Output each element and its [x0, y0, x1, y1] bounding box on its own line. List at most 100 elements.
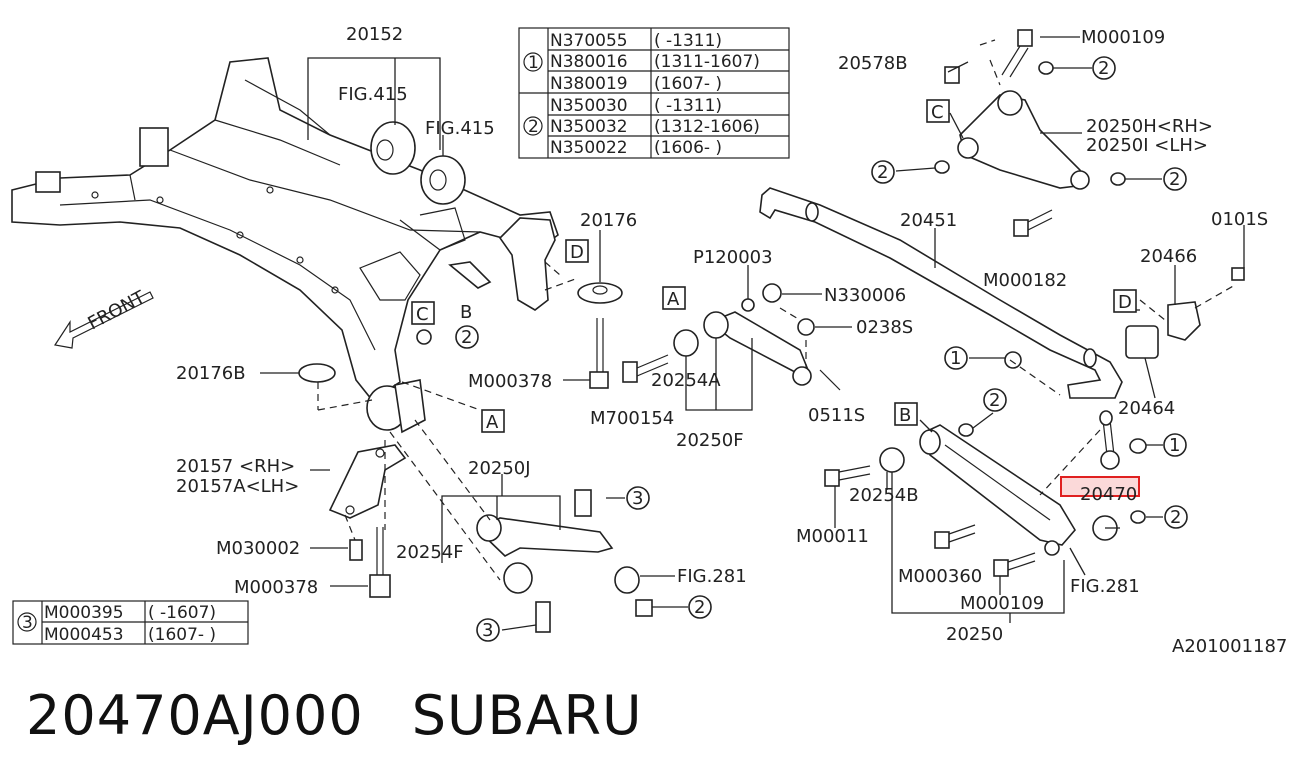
table3-part-0: M000395 — [44, 603, 124, 623]
circle-2-b: 2 — [694, 597, 705, 618]
table1-part-3: N350030 — [550, 96, 628, 116]
subframe-crossmember — [11, 57, 559, 402]
leader-lines — [260, 36, 1245, 631]
label-0511s: 0511S — [808, 405, 865, 426]
footer-part-number: 20470AJ000 — [26, 684, 364, 747]
label-20157: 20157 <RH> — [176, 456, 295, 477]
table1-range-5: (1606- ) — [654, 138, 722, 158]
table1-range-3: ( -1311) — [654, 96, 722, 116]
table1-part-4: N350032 — [550, 117, 628, 137]
callout-b: B — [460, 302, 472, 323]
circle-3-a: 3 — [632, 488, 643, 509]
label-fig281-a: FIG.281 — [677, 566, 747, 587]
label-m000378-a: M000378 — [468, 371, 552, 392]
bolts-lower-left — [349, 527, 391, 598]
label-20254a: 20254A — [651, 370, 721, 391]
part-20250-arm — [824, 423, 1146, 577]
label-20254b: 20254B — [849, 485, 919, 506]
label-fig415-b: FIG.415 — [425, 118, 495, 139]
label-fig281-b: FIG.281 — [1070, 576, 1140, 597]
front-label: FRONT — [84, 287, 149, 335]
table1-range-1: (1311-1607) — [654, 52, 760, 72]
label-m000378-b: M000378 — [234, 577, 318, 598]
table1-part-1: N380016 — [550, 52, 628, 72]
part-20470-link — [1004, 351, 1147, 470]
table1-part-2: N380019 — [550, 74, 628, 94]
label-20578b: 20578B — [838, 53, 908, 74]
table-variants-3: 3 M000395 ( -1607) M000453 (1607- ) — [12, 600, 249, 645]
label-m00011: M00011 — [796, 526, 869, 547]
label-m030002: M030002 — [216, 538, 300, 559]
label-m000109-b: M000109 — [960, 593, 1044, 614]
circle-1-b: 1 — [1169, 435, 1180, 456]
label-m700154: M700154 — [590, 408, 674, 429]
circle-1-a: 1 — [950, 348, 961, 369]
assembly-lines — [317, 39, 1166, 581]
circle-2-d: 2 — [877, 162, 888, 183]
table3-range-1: (1607- ) — [148, 625, 216, 645]
table1-part-5: N350022 — [550, 138, 628, 158]
highlight-20470: 20470 — [1060, 476, 1140, 505]
table1-range-0: ( -1311) — [654, 31, 722, 51]
label-n330006: N330006 — [824, 285, 906, 306]
front-arrow: FRONT — [54, 287, 154, 349]
callout-c: C — [416, 304, 429, 325]
circle-3-b: 3 — [482, 620, 493, 641]
label-20176b: 20176B — [176, 363, 246, 384]
label-20250j: 20250J — [468, 458, 531, 479]
table1-mark-1: 1 — [528, 53, 539, 73]
subframe-bushings — [370, 121, 466, 205]
label-m000360: M000360 — [898, 566, 982, 587]
label-20466: 20466 — [1140, 246, 1197, 267]
mount-bushing — [366, 379, 426, 434]
circle-2-g: 2 — [1170, 507, 1181, 528]
label-p120003: P120003 — [693, 247, 773, 268]
table1-range-4: (1312-1606) — [654, 117, 760, 137]
callout-d: D — [570, 242, 584, 263]
table1-mark-2: 2 — [528, 117, 539, 137]
label-20250i: 20250I <LH> — [1086, 135, 1208, 156]
label-m000182: M000182 — [983, 270, 1067, 291]
table1-range-2: (1607- ) — [654, 74, 722, 94]
label-0238s: 0238S — [856, 317, 913, 338]
label-20157a: 20157A<LH> — [176, 476, 299, 497]
label-20176: 20176 — [580, 210, 637, 231]
label-20250: 20250 — [946, 624, 1003, 645]
table1-part-0: N370055 — [550, 31, 628, 51]
label-m000109-a: M000109 — [1081, 27, 1165, 48]
label-0101s: 0101S — [1211, 209, 1268, 230]
part-20157-bracket — [328, 444, 407, 519]
label-20152: 20152 — [346, 24, 403, 45]
part-20451-stabilizer — [759, 187, 1123, 399]
table3-mark: 3 — [22, 613, 33, 633]
callout-c2: C — [931, 102, 944, 123]
circled-numbers: 2 3 2 3 2 2 2 1 2 1 2 — [416, 56, 1188, 642]
callout-b2: B — [899, 405, 911, 426]
part-20250h-arm — [934, 29, 1126, 237]
label-20254f: 20254F — [396, 542, 464, 563]
callout-boxes: D C A A C D B B — [411, 99, 1137, 433]
label-fig415-a: FIG.415 — [338, 84, 408, 105]
label-20470: 20470 — [1080, 484, 1137, 505]
circle-2-c: 2 — [1098, 58, 1109, 79]
label-20250f: 20250F — [676, 430, 744, 451]
circle-2-e: 2 — [1169, 169, 1180, 190]
callout-d2: D — [1118, 292, 1132, 313]
label-reference: A201001187 — [1172, 636, 1287, 657]
circle-2-a: 2 — [461, 327, 472, 348]
part-labels: 20152 FIG.415 FIG.415 20176 20176B 20157… — [176, 24, 1287, 657]
part-20250j-link — [476, 489, 653, 633]
part-20250f-link — [622, 283, 841, 391]
part-20466-bracket — [1167, 267, 1245, 341]
label-20464: 20464 — [1118, 398, 1175, 419]
part-20464-bushing — [1125, 325, 1159, 359]
part-20176 — [577, 230, 623, 389]
callout-a: A — [486, 412, 499, 433]
table3-range-0: ( -1607) — [148, 603, 216, 623]
part-20176b-pad — [298, 363, 336, 383]
label-20451: 20451 — [900, 210, 957, 231]
circle-2-f: 2 — [989, 390, 1000, 411]
label-20250h: 20250H<RH> — [1086, 116, 1213, 137]
table-variants-1-2: 1 2 N370055 ( -1311) N380016 (1311-1607)… — [518, 27, 790, 159]
